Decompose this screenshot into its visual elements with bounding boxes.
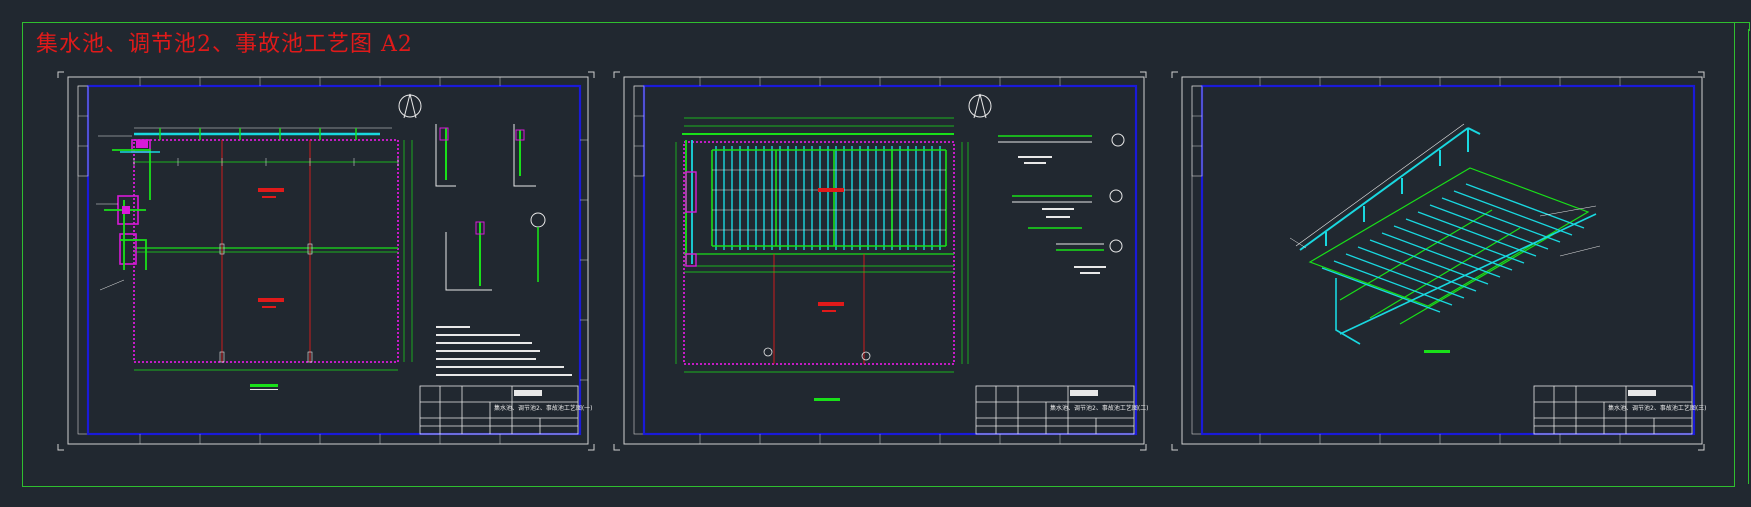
- drawing-title: 集水池、调节池2、事故池工艺图 A2: [36, 32, 413, 57]
- sheet-3-title-block-label: 集水池、调节池2、事故池工艺图(三): [1608, 404, 1707, 412]
- sheet-1-title-block-label: 集水池、调节池2、事故池工艺图(一): [494, 404, 593, 412]
- sheet-3-title-block: [1533, 385, 1693, 435]
- outer-frame-tail: [1735, 22, 1750, 31]
- sheet-1-title-block: [419, 385, 579, 435]
- sheet-2-title-block-label: 集水池、调节池2、事故池工艺图(二): [1050, 404, 1149, 412]
- outer-frame: [22, 22, 1735, 487]
- sheet-1-plan[interactable]: 集水池、调节池2、事故池工艺图(一): [57, 71, 595, 451]
- outer-frame-tail-right: [1748, 29, 1749, 484]
- sheet-2-aeration-plan[interactable]: 集水池、调节池2、事故池工艺图(二): [613, 71, 1149, 451]
- sheet-2-title-block: [975, 385, 1135, 435]
- sheet-3-isometric[interactable]: 集水池、调节池2、事故池工艺图(三): [1171, 71, 1707, 451]
